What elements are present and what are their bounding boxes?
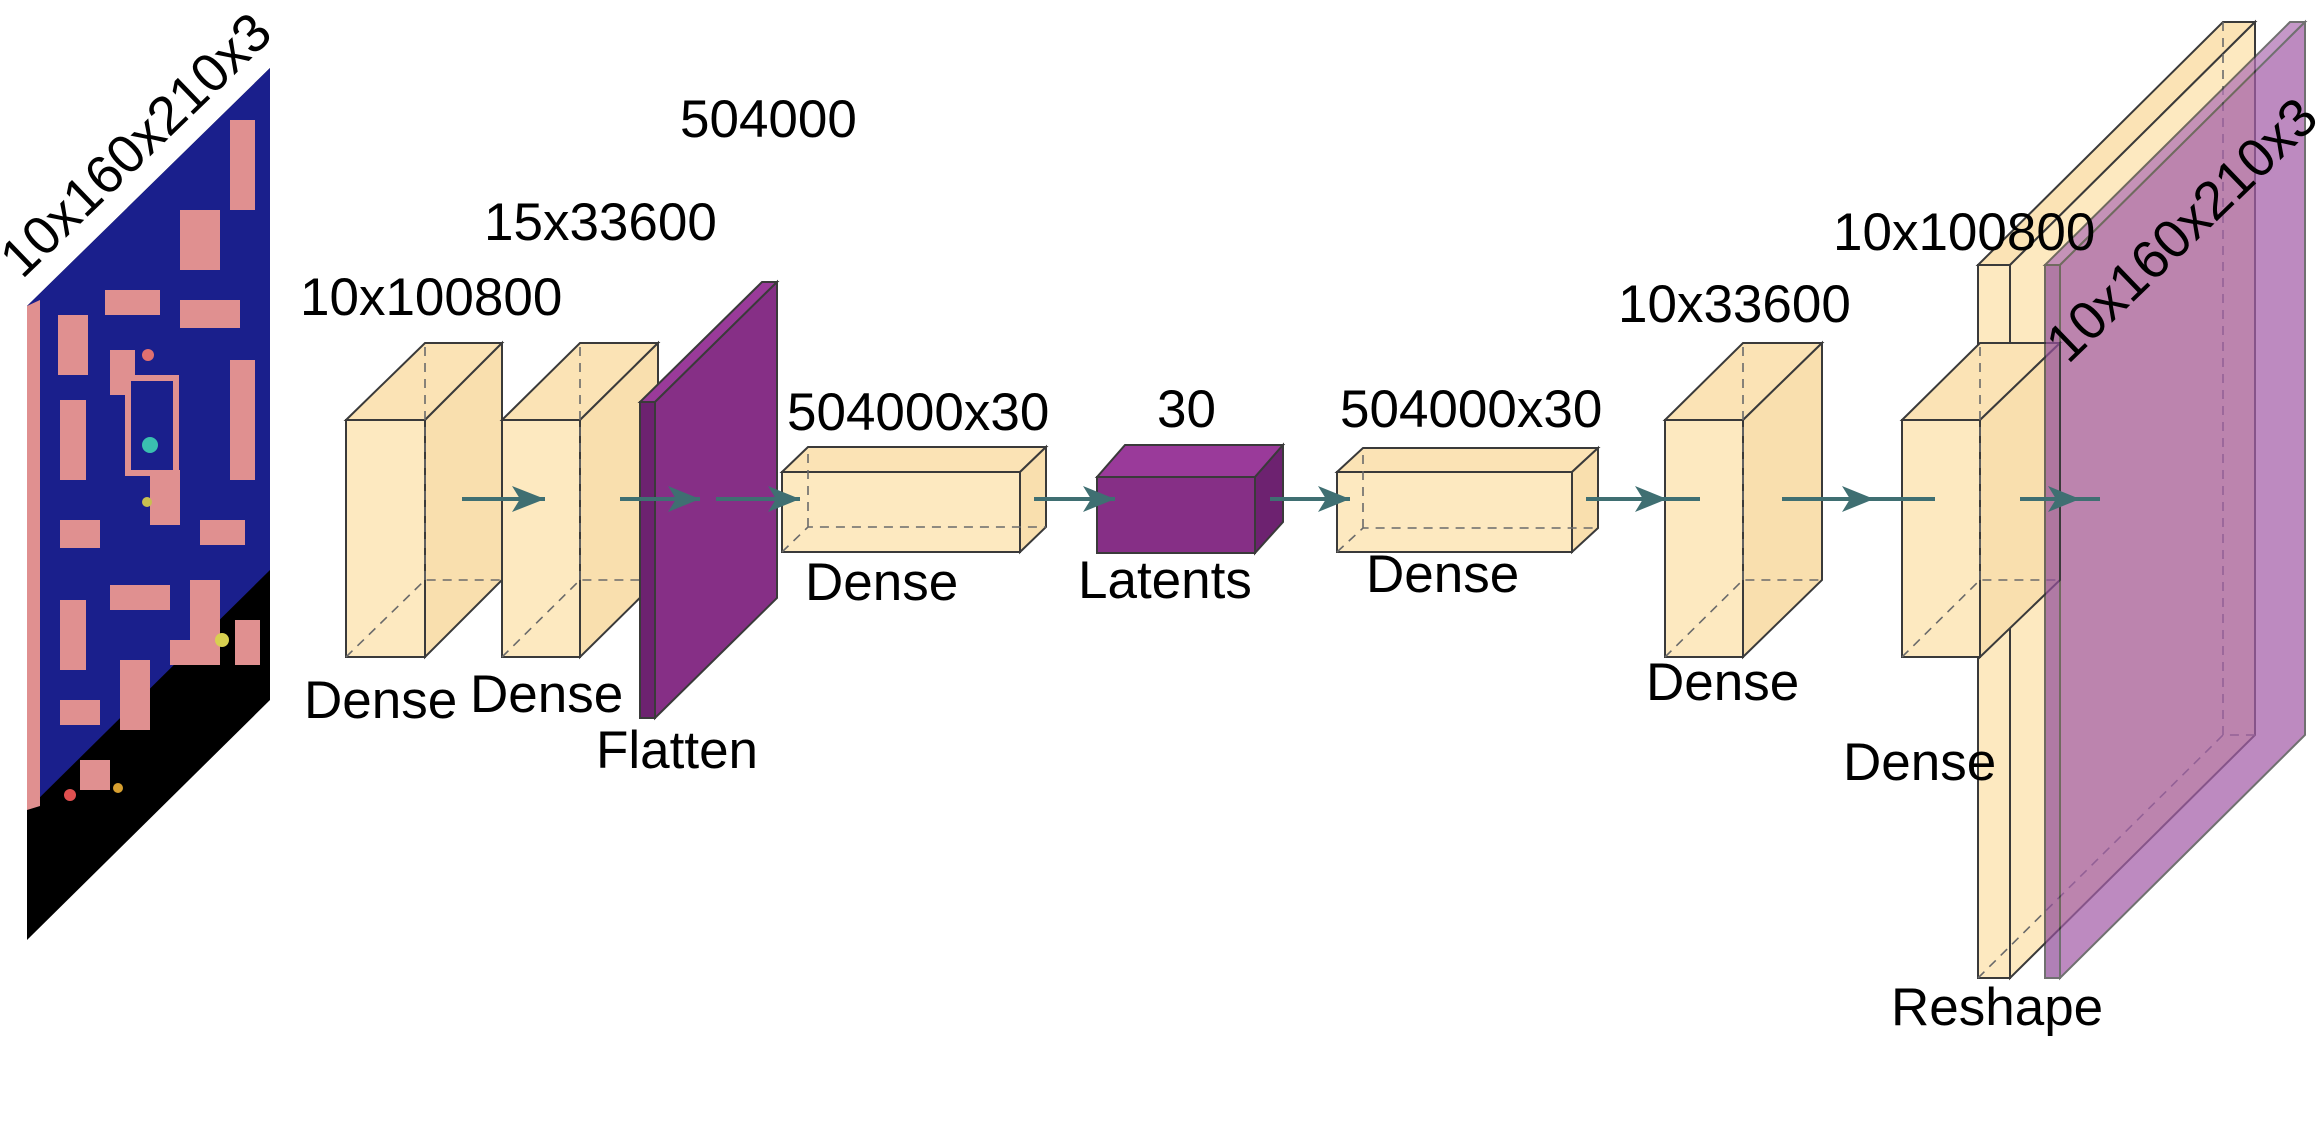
encoder-dense-2-block bbox=[499, 340, 661, 660]
decoder-dense-1-block bbox=[1334, 445, 1601, 555]
decoder-dense-1-name-label: Dense bbox=[1366, 545, 1519, 604]
decoder-output-slab bbox=[2042, 19, 2308, 981]
encoder-flatten-name-label: Flatten bbox=[596, 721, 758, 780]
input-frame-stack-icon bbox=[27, 68, 270, 940]
arrow-4 bbox=[1034, 486, 1115, 512]
decoder-dense-3-name-label: Dense bbox=[1843, 733, 1996, 792]
encoder-flatten-shape-label: 504000 bbox=[680, 90, 857, 149]
encoder-dense-2-name-label: Dense bbox=[470, 665, 623, 724]
encoder-dense-3-name-label: Dense bbox=[805, 553, 958, 612]
decoder-dense-2-shape-label: 10x33600 bbox=[1618, 275, 1851, 334]
encoder-dense-1-shape-label: 10x100800 bbox=[300, 268, 562, 327]
arrow-1 bbox=[462, 486, 545, 512]
decoder-dense-1-shape-label: 504000x30 bbox=[1340, 380, 1602, 439]
latents-name-label: Latents bbox=[1078, 551, 1252, 610]
latents-shape-label: 30 bbox=[1157, 380, 1216, 439]
arrow-8 bbox=[2020, 486, 2100, 512]
encoder-dense-3-shape-label: 504000x30 bbox=[787, 383, 1049, 442]
encoder-dense-1-name-label: Dense bbox=[304, 671, 457, 730]
arrow-6 bbox=[1586, 486, 1700, 512]
arrow-3 bbox=[716, 486, 800, 512]
arrow-7 bbox=[1782, 486, 1935, 512]
arrow-2 bbox=[620, 486, 700, 512]
latents-block bbox=[1094, 442, 1286, 556]
encoder-dense-3-block bbox=[779, 444, 1049, 555]
arrow-5 bbox=[1270, 486, 1350, 512]
decoder-reshape-name-label: Reshape bbox=[1891, 978, 2103, 1037]
decoder-dense-2-name-label: Dense bbox=[1646, 653, 1799, 712]
encoder-dense-2-shape-label: 15x33600 bbox=[484, 193, 717, 252]
decoder-dense-3-shape-label: 10x100800 bbox=[1833, 203, 2095, 262]
